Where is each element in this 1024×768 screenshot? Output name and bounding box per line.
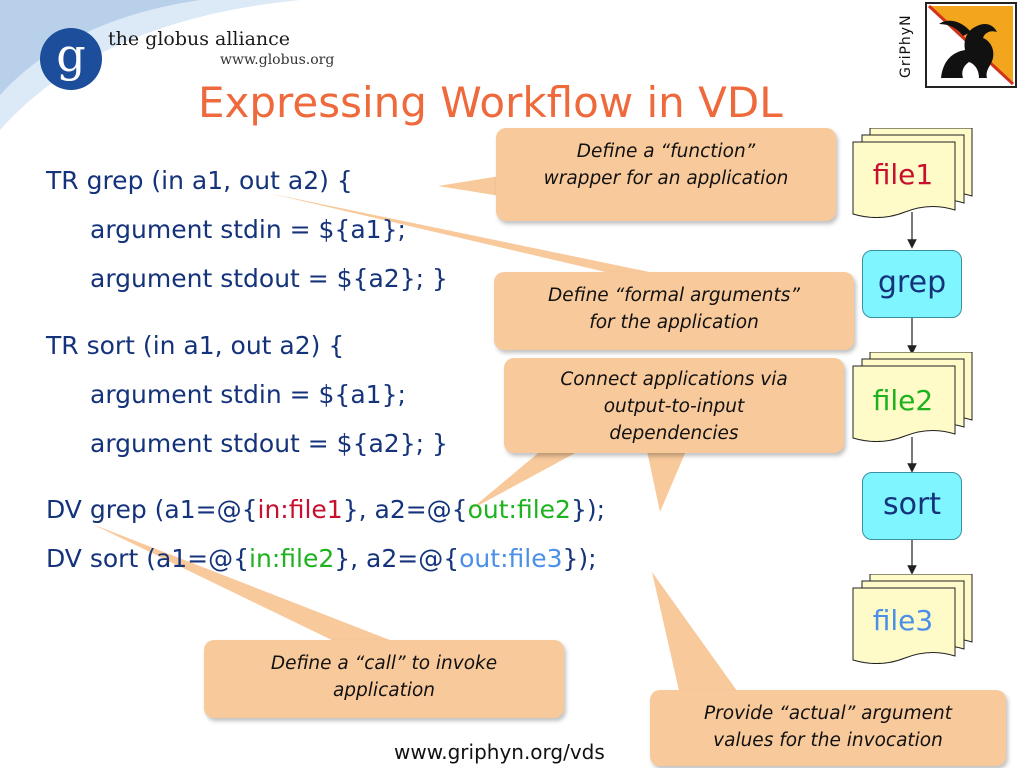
callout-formal-line2: for the application [589, 312, 759, 333]
dv-grep-out-arg: out:file2 [467, 495, 571, 524]
file1-label: file1 [872, 158, 934, 191]
callout-formal-arguments: Define “formal arguments” for the applic… [494, 272, 854, 350]
callout-connect-line3: dependencies [609, 423, 739, 444]
code-tr-sort-line2: argument stdin = ${a1}; [90, 380, 406, 409]
griphyn-logo-text: GriPhyN [898, 14, 914, 78]
callout-function-wrapper: Define a “function” wrapper for an appli… [496, 128, 836, 221]
slide-title: Expressing Workflow in VDL [198, 78, 783, 127]
code-tr-sort-line1: TR sort (in a1, out a2) { [46, 331, 345, 360]
sort-process-node: sort [862, 472, 962, 540]
code-tr-grep-line2: argument stdin = ${a1}; [90, 215, 406, 244]
dv-grep-mid: }, a2=@{ [342, 495, 468, 524]
document-stack-icon [852, 351, 973, 442]
dv-sort-mid: }, a2=@{ [334, 544, 460, 573]
callout-function-line2: wrapper for an application [543, 168, 789, 189]
callout-formal-line1: Define “formal arguments” [548, 285, 800, 306]
globus-logo-name: the globus alliance [108, 28, 291, 50]
callout-define-call: Define a “call” to invoke application [204, 640, 564, 718]
callout-connect-line1: Connect applications via [560, 369, 788, 390]
code-tr-sort-line3: argument stdout = ${a2}; } [90, 429, 448, 458]
callout-function-line1: Define a “function” [576, 141, 756, 162]
dv-grep-in-arg: in:file1 [257, 495, 343, 524]
callout-actual-values: Provide “actual” argument values for the… [650, 690, 1006, 766]
file1-document-stack: file1 [852, 127, 973, 218]
dv-sort-out-arg: out:file3 [459, 544, 563, 573]
callout-actual-line1: Provide “actual” argument [704, 703, 952, 724]
callout-connect-line2: output-to-input [603, 396, 745, 417]
dv-sort-suffix: }); [562, 544, 597, 573]
dv-sort-prefix: DV sort (a1=@{ [46, 544, 250, 573]
document-stack-icon [852, 127, 973, 218]
griphyn-logo-icon [925, 2, 1017, 88]
footer-url: www.griphyn.org/vds [394, 740, 605, 764]
dv-grep-suffix: }); [570, 495, 606, 524]
file3-document-stack: file3 [852, 573, 973, 664]
grep-process-node: grep [862, 250, 962, 318]
file2-document-stack: file2 [852, 351, 973, 442]
globus-logo-url: www.globus.org [220, 52, 335, 68]
code-tr-grep-line3: argument stdout = ${a2}; } [90, 264, 448, 293]
callout-connect-applications: Connect applications via output-to-input… [504, 358, 844, 453]
dv-sort-in-arg: in:file2 [249, 544, 335, 573]
callout-actual-line2: values for the invocation [713, 730, 943, 751]
file2-label: file2 [872, 384, 934, 417]
callout-call-line2: application [332, 680, 436, 701]
code-dv-grep: DV grep (a1=@{in:file1}, a2=@{out:file2}… [46, 495, 605, 525]
code-dv-sort: DV sort (a1=@{in:file2}, a2=@{out:file3}… [46, 544, 597, 574]
dv-grep-prefix: DV grep (a1=@{ [46, 495, 258, 524]
globus-logo-icon: g [40, 28, 102, 90]
callout-call-line1: Define a “call” to invoke [270, 653, 498, 674]
code-tr-grep-line1: TR grep (in a1, out a2) { [46, 166, 353, 195]
file3-label: file3 [872, 604, 934, 637]
document-stack-icon [852, 573, 973, 664]
